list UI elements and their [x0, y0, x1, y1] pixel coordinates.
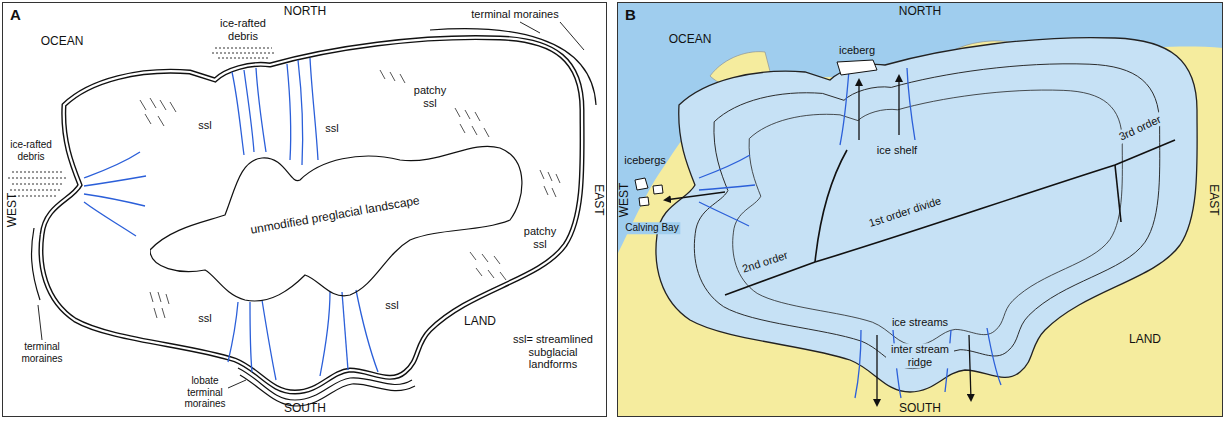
panel-b-drawing — [617, 2, 1223, 417]
map-label: NORTH — [284, 5, 326, 19]
map-label: iceberg — [839, 44, 875, 57]
map-label: LAND — [1129, 333, 1161, 347]
map-label: ssl — [325, 122, 338, 135]
map-label: WEST — [6, 193, 20, 228]
moraine-gap — [41, 38, 582, 392]
region-name: unmodified preglacial landscape — [249, 193, 420, 237]
map-label: inter stream ridge — [886, 343, 954, 368]
leader-lines — [38, 22, 584, 388]
map-label: LAND — [464, 315, 496, 329]
map-label: ice shelf — [875, 144, 919, 157]
map-label: patchy ssl — [520, 225, 560, 250]
diagram-panel: Aunmodified preglacial landscape — [2, 2, 607, 417]
map-label: SOUTH — [284, 402, 326, 416]
terminal-moraine — [41, 38, 582, 392]
ice-rafted-debris — [8, 48, 276, 196]
land — [617, 2, 1223, 417]
panel-a-drawing — [2, 2, 607, 417]
ice-streams — [699, 68, 1001, 398]
ice-sheet — [656, 38, 1197, 392]
region-shape — [150, 140, 525, 306]
flow-arrows — [665, 76, 971, 405]
map-label: ssl — [198, 119, 211, 132]
panel-ground — [2, 2, 607, 417]
map-label: lobate terminal moraines — [178, 375, 233, 410]
map-label: ice streams — [890, 316, 950, 329]
map-label: ssl — [385, 299, 398, 312]
icebergs — [635, 60, 877, 206]
map-label: NORTH — [899, 5, 941, 19]
map-label: ice-rafted debris — [4, 139, 58, 162]
map-label: ssl= streamlined subglacial landforms — [506, 333, 601, 371]
map-label: WEST — [618, 183, 632, 218]
map-label: EAST — [1206, 184, 1220, 215]
patchy-landforms — [140, 70, 560, 318]
map-label: SOUTH — [899, 402, 941, 416]
map-label: terminal moraines — [13, 341, 71, 364]
panel-letter: A — [10, 6, 21, 23]
map-label: ice-rafted debris — [214, 17, 272, 42]
map-label: patchy ssl — [408, 84, 453, 109]
map-label: OCEAN — [669, 33, 712, 47]
map-label: terminal moraines — [471, 8, 558, 21]
map-label: OCEAN — [41, 35, 84, 49]
region-border — [150, 146, 522, 301]
map-label: icebergs — [624, 154, 666, 167]
ice-divides — [725, 140, 1175, 295]
contour — [733, 90, 1123, 345]
region-outline: unmodified preglacial landscape — [150, 140, 525, 306]
contour — [694, 64, 1159, 369]
panel-letter: B — [625, 6, 636, 23]
map-label: EAST — [591, 184, 605, 215]
moraine-arcs — [32, 29, 596, 406]
map-label: Calving Bay — [623, 222, 680, 234]
map-label: ssl — [198, 312, 211, 325]
